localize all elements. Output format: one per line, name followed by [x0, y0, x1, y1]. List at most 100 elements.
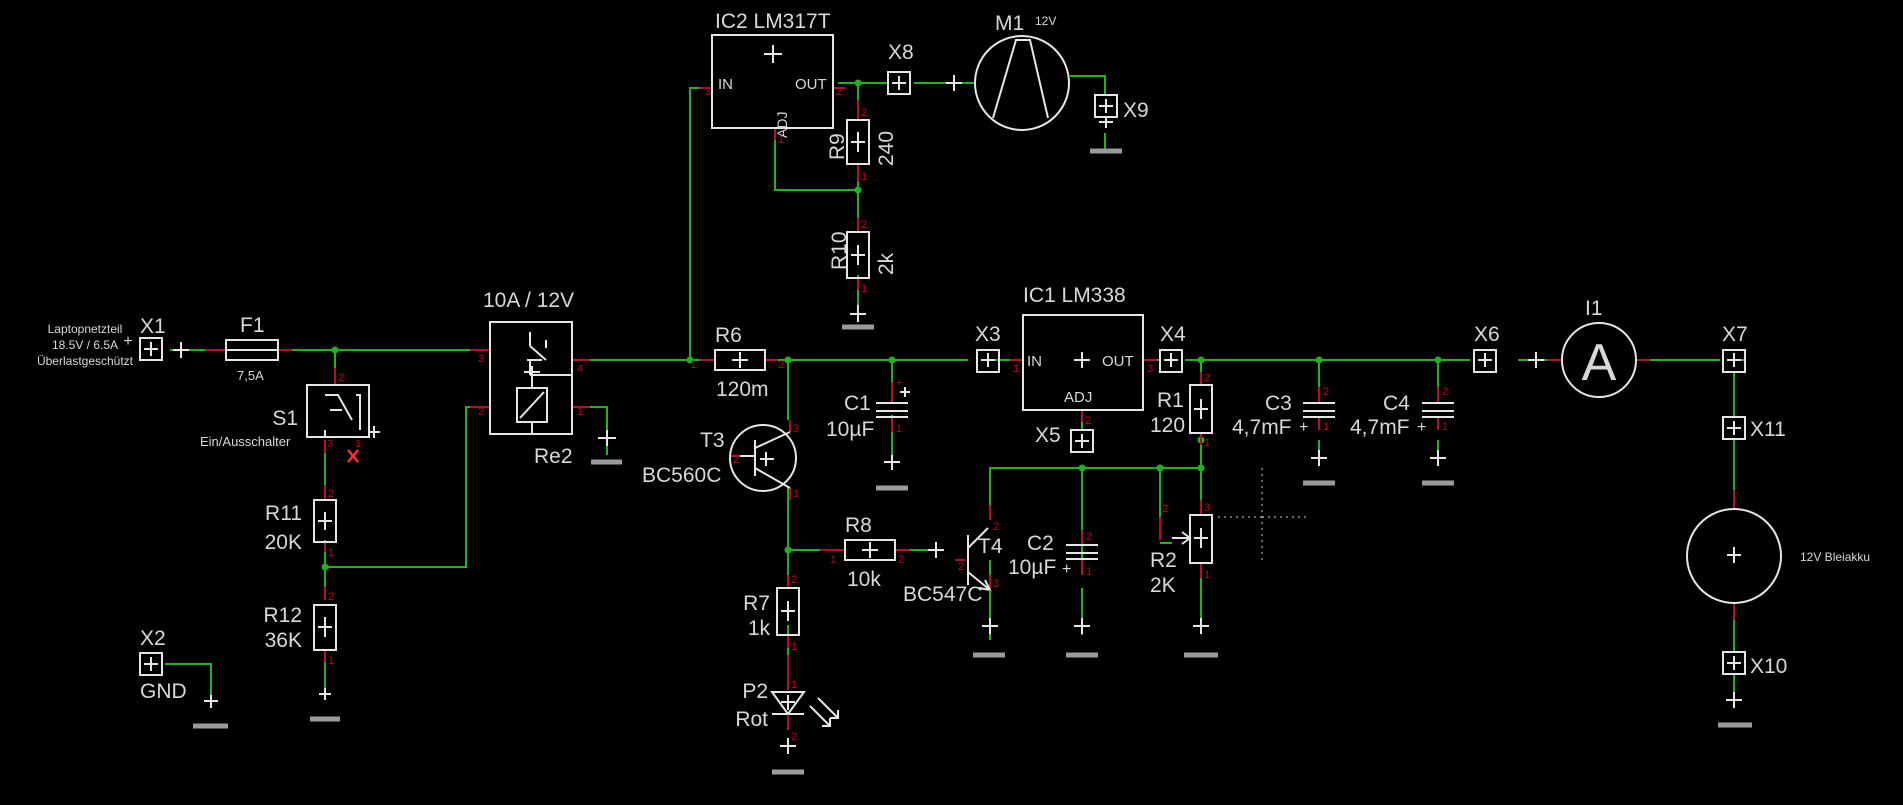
resistor-r10[interactable]: 2 1 R10 2k	[828, 218, 898, 330]
svg-text:1: 1	[791, 641, 797, 653]
svg-text:2: 2	[1162, 503, 1168, 515]
resistor-r6[interactable]: 1 2 R6 120m	[690, 324, 784, 401]
label-r6-value: 120m	[716, 378, 769, 401]
label-t3-value: BC560C	[642, 464, 721, 487]
label-ic1: IC1 LM338	[1023, 284, 1126, 307]
switch-s1[interactable]: 2 3 1 S1 Ein/Ausschalter	[200, 368, 380, 463]
svg-text:1: 1	[778, 134, 784, 146]
connector-x4[interactable]: X4	[1159, 323, 1186, 373]
potentiometer-r2[interactable]: 3 2 1 R2 2K	[1150, 468, 1307, 658]
label-r9: R9	[826, 133, 849, 160]
motor-m1[interactable]: M1 12V	[974, 12, 1070, 131]
connector-x3[interactable]: X3	[975, 323, 1001, 373]
label-f1: F1	[240, 314, 265, 337]
label-r10-value: 2k	[875, 252, 898, 275]
regulator-ic1[interactable]: IN OUT ADJ 1 3 2 IC1 LM338	[1010, 284, 1157, 427]
svg-text:2: 2	[733, 454, 739, 466]
connector-x9[interactable]: X9	[1090, 94, 1149, 154]
label-i1-symbol: A	[1582, 334, 1617, 392]
connector-x6[interactable]: X6	[1473, 323, 1544, 373]
label-ic1-in: IN	[1027, 353, 1042, 370]
connector-x10[interactable]: X10	[1718, 651, 1787, 728]
svg-text:+: +	[1062, 561, 1071, 578]
relay-re2[interactable]: 3 4 2 1 10A / 12V Re2	[470, 289, 622, 468]
label-s1-desc: Ein/Ausschalter	[200, 434, 291, 449]
svg-text:2: 2	[993, 521, 999, 533]
label-f1-value: 7,5A	[237, 368, 264, 383]
svg-text:2: 2	[861, 219, 867, 231]
label-c4: C4	[1383, 392, 1410, 415]
fuse-f1[interactable]: F1 7,5A	[205, 314, 292, 383]
label-p2: P2	[742, 680, 768, 703]
label-c2: C2	[1027, 532, 1054, 555]
label-x5: X5	[1035, 424, 1061, 447]
capacitor-c1[interactable]: + 1 C1 10µF	[826, 377, 910, 491]
label-re2: Re2	[534, 445, 573, 468]
label-x11: X11	[1750, 418, 1786, 441]
label-r1: R1	[1157, 389, 1184, 412]
label-r11: R11	[265, 502, 302, 525]
transistor-t4[interactable]: 2 2 3 T4 BC547C	[903, 505, 1005, 658]
junctions	[321, 79, 1442, 571]
svg-text:3: 3	[1147, 363, 1153, 375]
svg-text:1: 1	[328, 655, 334, 667]
svg-text:2: 2	[778, 359, 784, 371]
label-x4: X4	[1160, 323, 1186, 346]
transistor-t3[interactable]: 3 1 2 T3 BC560C	[642, 420, 799, 500]
connector-x7[interactable]: X7	[1722, 323, 1748, 373]
svg-text:1: 1	[328, 547, 334, 559]
capacitor-c4[interactable]: 2 1 C4 4,7mF +	[1350, 386, 1454, 486]
svg-text:1: 1	[1442, 421, 1448, 433]
svg-text:2: 2	[328, 488, 334, 500]
resistor-r12[interactable]: 2 1 R12 36K	[263, 587, 337, 700]
battery-12v[interactable]: 12V Bleiakku	[1686, 490, 1870, 620]
connector-x2[interactable]: X2 GND	[139, 627, 218, 708]
label-gnd: GND	[140, 680, 187, 703]
label-r6: R6	[715, 324, 742, 347]
resistor-r1[interactable]: 2 1 R1 120	[1150, 372, 1213, 449]
label-t4: T4	[978, 535, 1003, 558]
label-netzteil-line1: Laptopnetzteil	[48, 322, 123, 336]
label-ic2: IC2 LM317T	[715, 10, 831, 33]
svg-text:1: 1	[577, 406, 583, 418]
svg-text:2: 2	[478, 406, 484, 418]
connector-x8[interactable]: X8	[887, 41, 962, 95]
resistor-r11[interactable]: 2 1 R11 20K	[265, 485, 337, 559]
label-r11-value: 20K	[265, 531, 302, 554]
svg-text:3: 3	[327, 438, 333, 450]
svg-text:1: 1	[861, 171, 867, 183]
wires	[165, 75, 1745, 700]
supply-input-label: Laptopnetzteil 18.5V / 6.5A Überlastgesc…	[37, 322, 134, 368]
regulator-ic2[interactable]: IN OUT ADJ 3 2 1 IC2 LM317T	[700, 10, 845, 146]
svg-text:1: 1	[1323, 421, 1329, 433]
label-x7: X7	[1722, 323, 1748, 346]
resistor-r8[interactable]: 1 2 R8 10k	[820, 514, 944, 591]
svg-text:2: 2	[1442, 386, 1448, 398]
connector-x1[interactable]: X1	[139, 315, 189, 361]
resistor-r9[interactable]: 2 1 R9 240	[826, 100, 898, 183]
capacitor-c2[interactable]: 2 1 C2 10µF +	[1008, 530, 1098, 658]
led-p2[interactable]: 1 2 P2 Rot	[735, 655, 839, 775]
svg-text:+: +	[896, 377, 902, 389]
svg-text:+: +	[1299, 419, 1308, 436]
svg-text:3: 3	[478, 353, 484, 365]
connector-x5[interactable]: X5	[1035, 424, 1094, 453]
svg-text:1: 1	[830, 554, 836, 566]
label-c1-value: 10µF	[826, 418, 874, 441]
label-ic2-adj: ADJ	[774, 112, 790, 138]
ammeter-i1[interactable]: A I1	[1547, 297, 1650, 398]
label-p2-value: Rot	[735, 708, 768, 731]
label-relay-rating: 10A / 12V	[483, 289, 574, 312]
label-netzteil-line2: 18.5V / 6.5A	[52, 338, 118, 352]
capacitor-c3[interactable]: 2 1 C3 4,7mF +	[1232, 386, 1335, 486]
svg-text:2: 2	[1204, 372, 1210, 384]
label-x2: X2	[140, 627, 166, 650]
svg-text:2: 2	[1085, 415, 1091, 427]
svg-text:2: 2	[836, 86, 842, 98]
label-ic1-out: OUT	[1102, 353, 1134, 370]
label-t3: T3	[700, 429, 725, 452]
svg-text:2: 2	[338, 372, 344, 384]
resistor-r7[interactable]: 2 1 R7 1k	[743, 574, 800, 653]
connector-x11[interactable]: X11	[1722, 416, 1786, 441]
